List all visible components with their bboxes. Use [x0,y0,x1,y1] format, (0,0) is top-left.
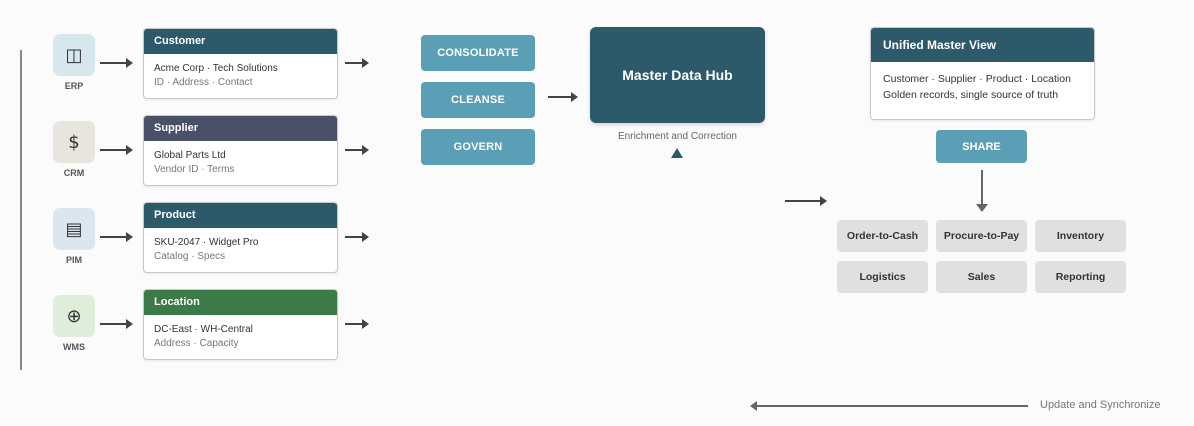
card-line1: SKU-2047 · Widget Pro [154,237,259,248]
card-title: Location [144,290,337,315]
card-title: Supplier [144,116,337,141]
system-label-crm: CRM [63,168,85,178]
system-label-wms: WMS [63,342,85,352]
arrow-share-down [976,170,988,212]
process-order-to-cash: Order-to-Cash [837,220,928,252]
erp-glyph: ◫ [65,44,83,66]
arrow-erp-customer [100,58,133,68]
umv-line2: Golden records, single source of truth [883,89,1059,101]
sync-label: Update and Synchronize [1040,399,1161,411]
globe-icon: ⊕ [53,295,95,337]
process-logistics: Logistics [837,261,928,293]
arrow-supplier-out [345,145,369,155]
card-line2: Vendor ID · Terms [154,164,235,175]
card-line1: Global Parts Ltd [154,150,226,161]
pim-glyph: ▤ [65,218,83,240]
step-govern: GOVERN [421,129,535,165]
card-line1: DC-East · WH-Central [154,324,253,335]
card-title: Customer [144,29,337,54]
wms-glyph: ⊕ [66,305,82,327]
arrow-sync-back [750,401,1028,411]
arrow-wms-location [100,319,133,329]
umv-line1: Customer · Supplier · Product · Location [883,73,1071,85]
card-supplier: Supplier Global Parts Ltd Vendor ID · Te… [143,115,338,186]
system-label-erp: ERP [64,81,84,91]
arrow-steps-hub [548,92,578,102]
arrow-customer-out [345,58,369,68]
columns-icon: ◫ [53,34,95,76]
card-location: Location DC-East · WH-Central Address · … [143,289,338,360]
step-consolidate: CONSOLIDATE [421,35,535,71]
card-line2: Catalog · Specs [154,251,226,262]
system-label-pim: PIM [65,255,82,265]
umv-title: Unified Master View [871,28,1094,62]
hub-caption: Enrichment and Correction [618,131,737,142]
business-process-grid: Order-to-Cash Procure-to-Pay Inventory L… [837,220,1129,293]
arrow-crm-supplier [100,145,133,155]
unified-master-view: Unified Master View Customer · Supplier … [870,27,1095,120]
step-cleanse: CLEANSE [421,82,535,118]
card-line1: Acme Corp · Tech Solutions [154,63,278,74]
arrow-location-out [345,319,369,329]
process-inventory: Inventory [1035,220,1126,252]
card-product: Product SKU-2047 · Widget Pro Catalog · … [143,202,338,273]
crm-glyph: $ [68,131,80,153]
master-data-hub: Master Data Hub [590,27,765,123]
card-line2: ID · Address · Contact [154,77,253,88]
share-step: SHARE [936,130,1027,163]
process-procure-to-pay: Procure-to-Pay [936,220,1027,252]
triangle-up-icon [671,148,683,158]
card-customer: Customer Acme Corp · Tech Solutions ID ·… [143,28,338,99]
process-reporting: Reporting [1035,261,1126,293]
card-title: Product [144,203,337,228]
feedback-line [20,50,22,370]
arrow-hub-processes [785,196,827,206]
arrow-pim-product [100,232,133,242]
card-line2: Address · Capacity [154,338,239,349]
arrow-product-out [345,232,369,242]
catalog-icon: ▤ [53,208,95,250]
process-sales: Sales [936,261,1027,293]
dollar-icon: $ [53,121,95,163]
